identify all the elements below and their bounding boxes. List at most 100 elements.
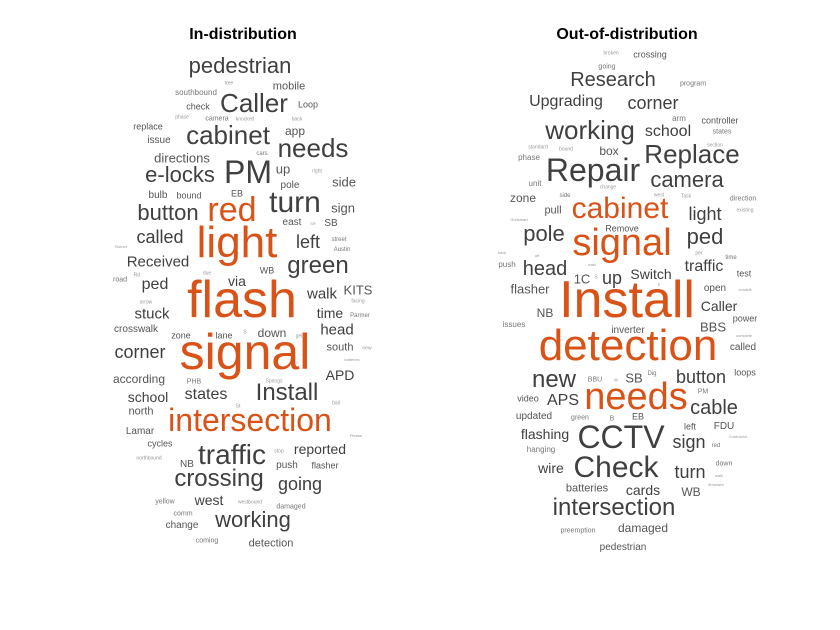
word-time: time <box>316 305 344 321</box>
word-red: red <box>207 191 257 229</box>
word-intersection: intersection <box>168 402 332 438</box>
word-wb: WB <box>259 265 275 276</box>
word-school: school <box>644 123 692 140</box>
word-coming: coming <box>195 537 219 545</box>
word-directions: directions <box>154 150 210 166</box>
word-pm: PM <box>697 388 709 396</box>
word-st: St <box>235 403 241 410</box>
word-bound: bound <box>176 190 202 201</box>
word-back: back <box>291 116 303 123</box>
word-check: Check <box>573 451 659 484</box>
word-needs: needs <box>277 133 349 163</box>
word-gel: gel <box>295 333 303 340</box>
word-existing: existing <box>736 207 754 214</box>
word-camera: camera <box>205 115 229 123</box>
word-1c: 1C <box>573 271 591 287</box>
word-caller: Caller <box>220 88 288 118</box>
word-corner: corner <box>114 342 166 362</box>
word-austin: Austin <box>333 247 351 253</box>
word-sr: SR <box>310 221 316 226</box>
word-westbound: westbound <box>237 499 263 506</box>
word-app: app <box>284 124 306 138</box>
word-pole: pole <box>280 180 300 191</box>
word-upgrading: Upgrading <box>529 93 603 110</box>
word-arm: arm <box>672 114 686 123</box>
word-needs: needs <box>584 376 688 418</box>
panel-title-out-of-distribution: Out-of-distribution <box>556 26 698 43</box>
word-program: program <box>679 80 707 88</box>
word-signal: signal <box>572 222 672 264</box>
word-tree: tree <box>224 80 234 87</box>
word-please: Please <box>349 433 363 438</box>
word-down: down <box>257 326 287 340</box>
word-back: back <box>497 250 507 255</box>
word-kits: KITS <box>343 282 373 298</box>
word-test: test <box>736 268 752 279</box>
word-according: according <box>112 372 166 386</box>
word-batteries: batteries <box>344 357 360 362</box>
word-wb: WB <box>681 485 701 499</box>
word-remove: Remove <box>605 223 639 234</box>
word-flashing: flashing <box>520 426 570 442</box>
word-going: going <box>277 474 323 494</box>
word-open: open <box>703 283 727 294</box>
word-button: button <box>675 367 727 387</box>
word-time: time <box>725 255 737 261</box>
word-flash: flash <box>187 271 297 329</box>
word-cable: cable <box>690 397 738 419</box>
word-stop: stop <box>274 448 284 455</box>
word-via: via <box>228 273 246 289</box>
word-camera: camera <box>650 167 724 192</box>
word-change: change <box>599 184 617 191</box>
word-traffic: traffic <box>684 258 724 275</box>
word-called: called <box>136 227 184 247</box>
word-dig: Dig <box>647 371 657 377</box>
word-phb: PHB <box>186 378 202 386</box>
word-detection: detection <box>248 537 294 550</box>
word-green: green <box>287 252 349 279</box>
word-knocked: knocked <box>235 116 255 123</box>
word-head: head <box>320 321 354 339</box>
word-cars: cars <box>256 151 268 157</box>
word-cctv: CCTV <box>577 419 665 455</box>
word-aps: APS <box>546 392 580 409</box>
word-preemption: preemption <box>560 527 596 535</box>
word-s: S <box>594 274 598 281</box>
word-new: new <box>362 345 372 352</box>
word-contractor: Contractor <box>728 434 748 439</box>
word-sign: sign <box>331 200 355 216</box>
word-springs: Springs <box>265 378 283 385</box>
word-pedestrian: pedestrian <box>599 542 647 553</box>
word-cards: cards <box>625 482 661 498</box>
word-school: school <box>127 389 169 405</box>
word-replace: Replace <box>644 139 740 169</box>
word-conduit: conduit <box>738 287 752 292</box>
word-task: Task <box>680 193 692 200</box>
word-signal: signal <box>179 324 311 380</box>
word-s: S <box>243 329 247 336</box>
word-phase: phase <box>518 153 540 162</box>
word-facing: facing <box>351 298 365 305</box>
word-pull: pull <box>544 204 562 217</box>
word-rd: Rd <box>133 272 141 279</box>
word-install: Install <box>255 379 319 406</box>
word-section: section <box>707 142 723 149</box>
word-detection: detection <box>538 321 718 370</box>
word-ball: ball <box>332 400 340 407</box>
word-replace: replace <box>133 121 163 132</box>
word-light: light <box>688 204 722 224</box>
word-going: going <box>598 63 616 71</box>
word-e-locks: e-locks <box>145 162 215 187</box>
word-complete: complete <box>735 333 753 338</box>
word-due: due <box>202 270 212 277</box>
word-comm: comm <box>173 510 193 518</box>
word-down: down <box>715 460 733 468</box>
word-northbound: northbound <box>136 455 162 462</box>
word-working: working <box>545 115 635 145</box>
word-install: Install <box>559 271 695 329</box>
word-box: box <box>599 144 619 158</box>
word-road: road <box>112 276 128 284</box>
word-fdu: FDU <box>713 421 735 432</box>
word-pole: pole <box>523 221 565 246</box>
